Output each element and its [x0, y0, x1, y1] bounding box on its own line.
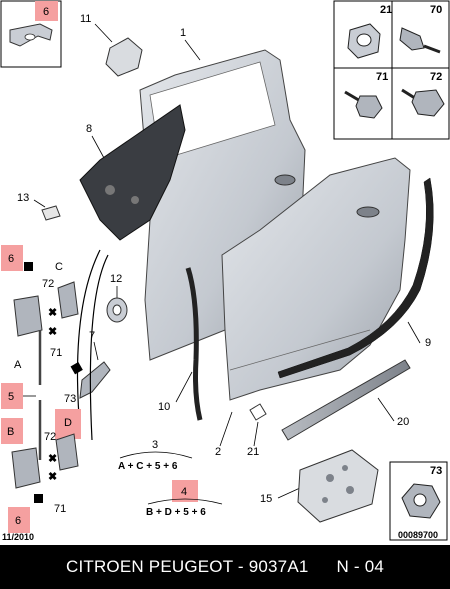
callout-10: 10: [158, 401, 170, 413]
footer-title: CITROEN PEUGEOT - 9037A1: [65, 557, 309, 576]
callout-4: 4: [181, 486, 187, 498]
formula-3: A + C + 5 + 6: [118, 461, 178, 472]
callout-3: 3: [152, 439, 158, 451]
callout-21: 21: [380, 4, 392, 16]
callout-20: 20: [397, 416, 409, 428]
callout-70: 70: [430, 4, 442, 16]
callout-6-bottom: 6: [15, 515, 21, 527]
callout-73-mid: 73: [64, 393, 76, 405]
callout-71-lower: 71: [54, 503, 66, 515]
part-10-weatherstrip: 10: [158, 267, 203, 421]
callout-73: 73: [430, 465, 442, 477]
callout-6-left: 6: [8, 253, 14, 265]
part-11-patch: 11: [80, 13, 143, 77]
callout-6-bottom-box: 6: [8, 494, 43, 533]
callout-72-lower: 72: [44, 431, 56, 443]
exploded-parts-diagram: 6 21 70 71 72 11: [0, 0, 450, 542]
clip-21-icon: [347, 23, 381, 59]
cross-lower-1: ✖: [48, 453, 57, 465]
callout-9: 9: [425, 337, 431, 349]
date-code: 11/2010: [2, 532, 34, 542]
callout-b-box: B: [1, 418, 23, 444]
cross-upper-1: ✖: [48, 307, 57, 319]
callout-a: A: [14, 359, 22, 371]
callout-5: 5: [8, 391, 14, 403]
part-13-label: 13: [17, 192, 61, 221]
callout-1: 1: [180, 27, 186, 39]
callout-21-bottom: 21: [247, 446, 259, 458]
callout-c: C: [55, 261, 63, 273]
callout-5-box: 5: [1, 383, 36, 409]
callout-b: B: [7, 426, 14, 438]
screw-70-icon: [399, 27, 441, 54]
cross-lower-2: ✖: [48, 471, 57, 483]
callout-11: 11: [80, 13, 91, 25]
upper-hinge-assembly: C 72 ✖ ✖ 71 A: [13, 261, 79, 385]
callout-d: D: [64, 417, 72, 429]
part-15-clip-kit: 15: [260, 449, 379, 523]
formula-4: B + D + 5 + 6: [146, 507, 206, 518]
part-73-nut-box: 73 00089700: [389, 461, 448, 541]
callout-6-top: 6: [43, 6, 49, 18]
callout-72: 72: [430, 71, 442, 83]
callout-71: 71: [376, 71, 388, 83]
lower-hinge-assembly: 72 ✖ ✖ 71: [11, 400, 79, 515]
callout-d-box: D: [55, 409, 81, 439]
callout-2: 2: [215, 446, 221, 458]
part-2-21-bottom: 2 21: [215, 403, 267, 458]
inset-box-clip: 6: [0, 0, 62, 68]
callout-6-left-box: 6: [1, 245, 33, 271]
bolt-71-icon: [344, 90, 383, 119]
callout-71-upper: 71: [50, 347, 62, 359]
cross-upper-2: ✖: [48, 326, 57, 338]
part-8-inner-panel: 8: [79, 104, 186, 241]
callout-15: 15: [260, 493, 272, 505]
kit-formulas: 3 A + C + 5 + 6 4 B + D + 5 + 6: [118, 439, 223, 518]
part-code: 00089700: [398, 530, 438, 540]
part-7-check-strap: 7 73: [64, 330, 111, 405]
part-20-trim-strip: 20: [281, 359, 411, 441]
part-9-seal: 9: [277, 177, 434, 379]
callout-72-upper: 72: [42, 278, 54, 290]
fasteners-box: 21 70 71 72: [333, 0, 450, 140]
footer-bar: CITROEN PEUGEOT - 9037A1 N - 04: [0, 545, 450, 589]
footer-page: N - 04: [336, 557, 385, 576]
callout-8: 8: [86, 123, 92, 135]
bolt-72-icon: [401, 88, 445, 117]
callout-13: 13: [17, 192, 29, 204]
part-12-grommet: 12: [106, 273, 128, 323]
callout-12: 12: [110, 273, 122, 285]
